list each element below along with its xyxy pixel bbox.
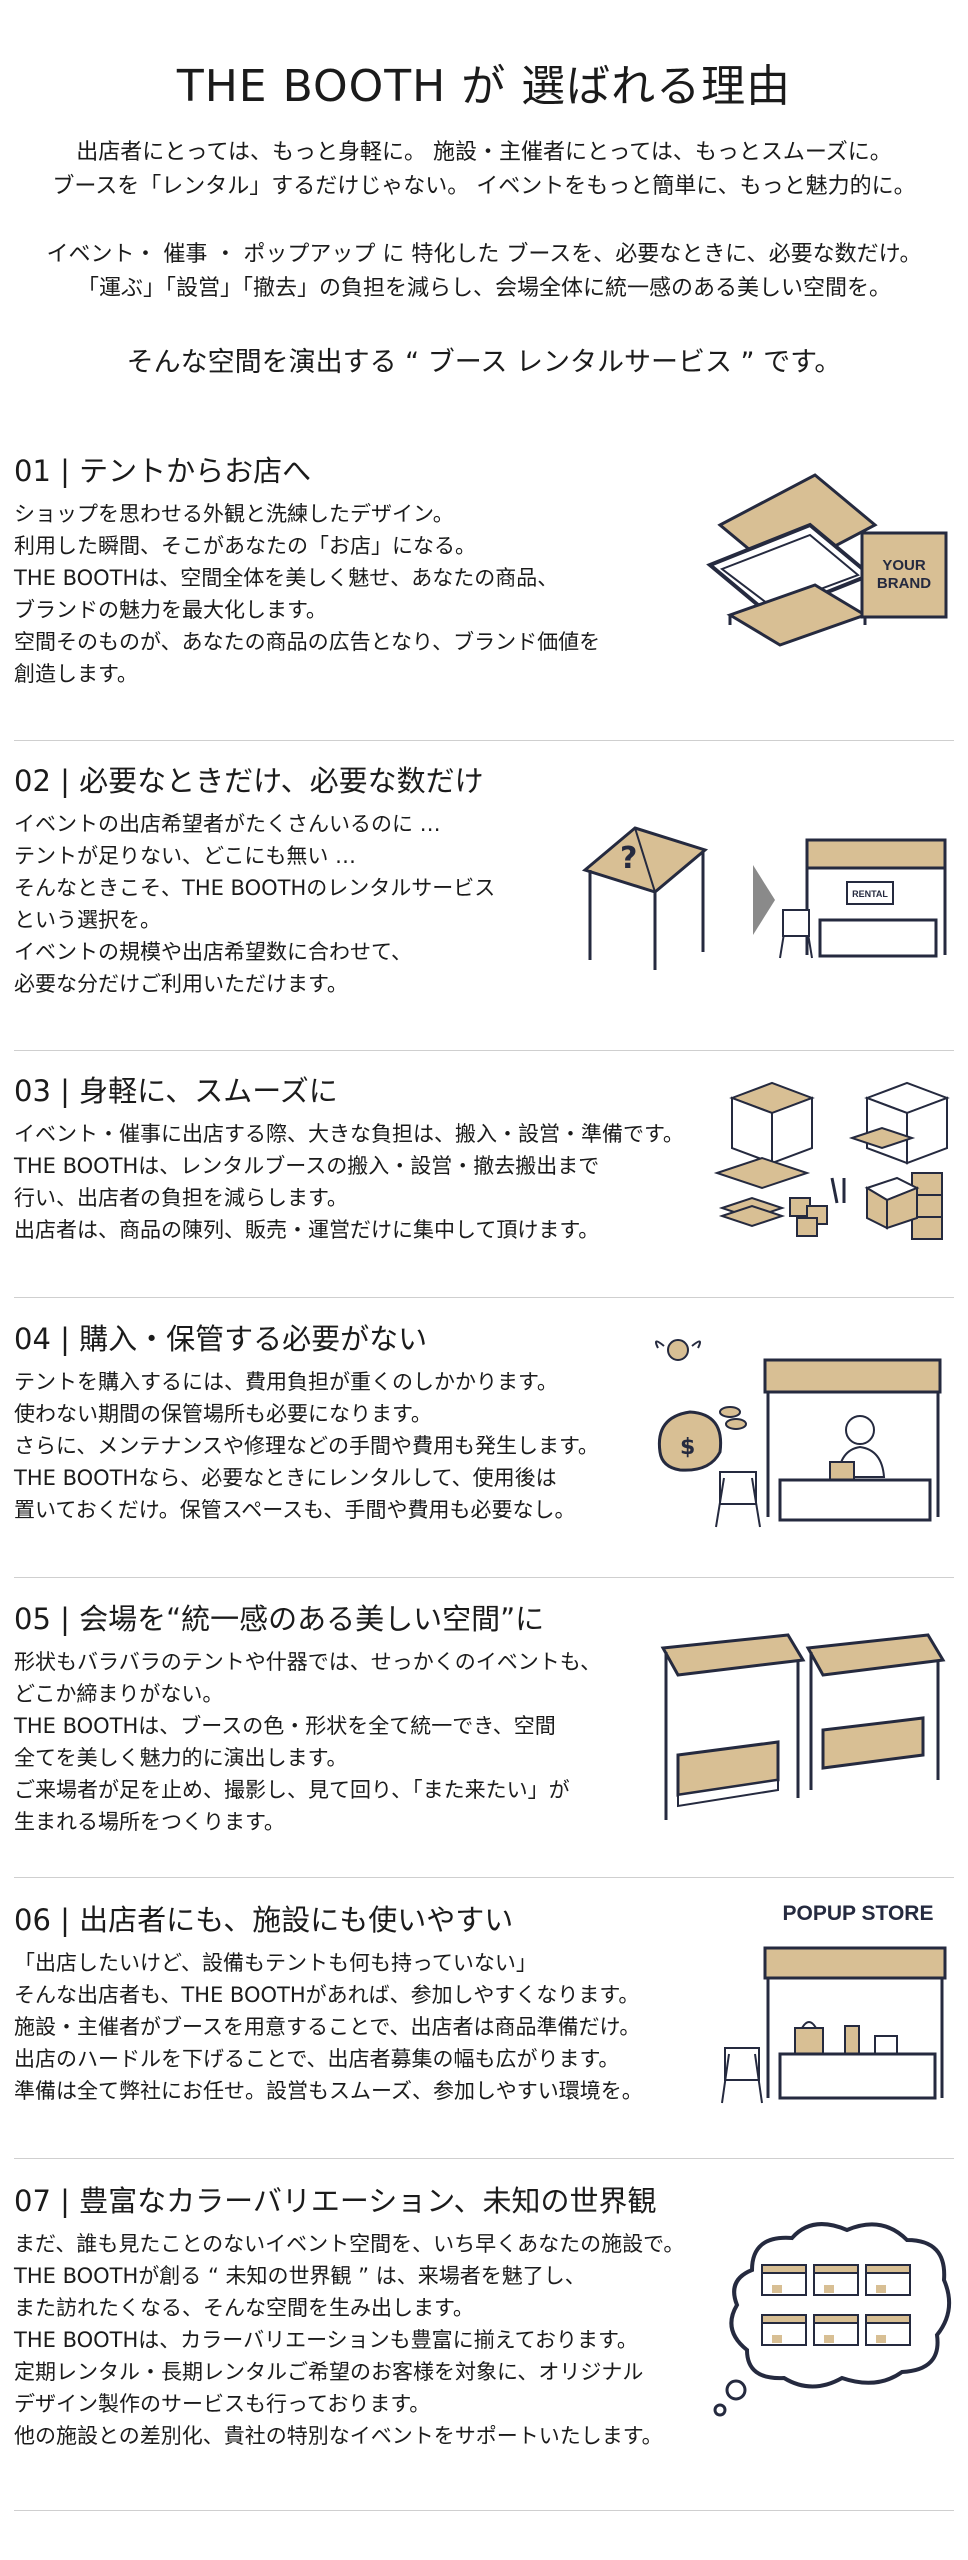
flying-coin-icon: [667, 1339, 689, 1361]
unified-booths-illustration: [658, 1630, 948, 1830]
section-line: イベント・催事に出店する際、大きな負担は、搬入・設営・準備です。: [14, 1122, 684, 1146]
section-line: テントが足りない、どこにも無い …: [14, 844, 357, 868]
section-line: 生まれる場所をつくります。: [14, 1810, 285, 1834]
tagline: そんな空間を演出する “ ブース レンタルサービス ” です。: [126, 347, 842, 378]
brand-box-text: YOUR: [882, 557, 926, 574]
section-line: THE BOOTHは、ブースの色・形状を全て統一でき、空間: [14, 1714, 556, 1738]
intro-line: イベント・ 催事 ・ ポップアップ に 特化した ブースを、必要なときに、必要な…: [46, 242, 922, 267]
section-line: 出店者は、商品の陳列、販売・運営だけに集中して頂けます。: [14, 1218, 600, 1242]
section-title: 03 | 身軽に、スムーズに: [14, 1074, 338, 1108]
section-body: テントを購入するには、費用負担が重くのしかかります。 使わない期間の保管場所も必…: [14, 1366, 599, 1526]
section-line: イベントの出店希望者がたくさんいるのに …: [14, 812, 441, 836]
thought-cloud-icon: [729, 2222, 952, 2389]
thought-cloud-illustration: [712, 2210, 957, 2420]
intro-block-2: イベント・ 催事 ・ ポップアップ に 特化した ブースを、必要なときに、必要な…: [0, 238, 968, 306]
section-line: 形状もバラバラのテントや什器では、せっかくのイベントも、: [14, 1650, 602, 1674]
intro-block-1: 出店者にとっては、もっと身軽に。 施設・主催者にとっては、もっとスムーズに。 ブ…: [0, 136, 968, 204]
section-line: 行い、出店者の負担を減らします。: [14, 1186, 348, 1210]
section-line: デザイン製作のサービスも行っております。: [14, 2392, 431, 2416]
brand-box-text: BRAND: [877, 575, 931, 592]
section-line: THE BOOTHが創る “ 未知の世界観 ” は、来場者を魅了し、: [14, 2264, 586, 2288]
section-line: 出店のハードルを下げることで、出店者募集の幅も広がります。: [14, 2047, 620, 2071]
section-line: 利用した瞬間、そこがあなたの「お店」になる。: [14, 534, 476, 558]
rental-sign-text: RENTAL: [852, 889, 888, 899]
section-body: イベントの出店希望者がたくさんいるのに … テントが足りない、どこにも無い … …: [14, 808, 495, 1000]
section-body: ショップを思わせる外観と洗練したデザイン。 利用した瞬間、そこがあなたの「お店」…: [14, 498, 600, 690]
section-body: 形状もバラバラのテントや什器では、せっかくのイベントも、 どこか締まりがない。 …: [14, 1646, 601, 1838]
section-divider: [14, 2510, 954, 2511]
section-line: そんなときこそ、THE BOOTHのレンタルサービス: [14, 876, 496, 900]
section-title: 02 | 必要なときだけ、必要な数だけ: [14, 764, 484, 798]
section-line: 施設・主催者がブースを用意することで、出店者は商品準備だけ。: [14, 2015, 641, 2039]
booth-setup-illustration: [712, 1078, 957, 1248]
question-mark-text: ?: [620, 841, 637, 876]
section-body: 「出店したいけど、設備もテントも何も持っていない」 そんな出店者も、THE BO…: [14, 1947, 643, 2107]
section-line: ブランドの魅力を最大化します。: [14, 598, 327, 622]
intro-line: 「運ぶ」「設営」「撤去」の負担を減らし、会場全体に統一感のある美しい空間を。: [76, 276, 891, 301]
section-line: THE BOOTHは、カラーバリエーションも豊富に揃えております。: [14, 2328, 638, 2352]
section-body: イベント・催事に出店する際、大きな負担は、搬入・設営・準備です。 THE BOO…: [14, 1118, 684, 1246]
section-04: 04 | 購入・保管する必要がない テントを購入するには、費用負担が重くのしかか…: [14, 1316, 954, 1546]
section-divider: [14, 2158, 954, 2159]
page-title: THE BOOTH が 選ばれる理由: [176, 61, 792, 112]
section-line: 置いておくだけ。保管スペースも、手間や費用も必要なし。: [14, 1498, 576, 1522]
section-03: 03 | 身軽に、スムーズに イベント・催事に出店する際、大きな負担は、搬入・設…: [14, 1068, 954, 1268]
wrench-icon: [830, 1177, 839, 1204]
no-purchase-illustration: $: [650, 1332, 950, 1542]
popup-store-label: POPUP STORE: [783, 1902, 934, 1925]
bag-icon: [794, 2027, 824, 2055]
section-line: さらに、メンテナンスや修理などの手間や費用も発生します。: [14, 1434, 599, 1458]
tent-to-rental-booth-illustration: ? RENTAL: [575, 820, 955, 980]
section-body: まだ、誰も見たことのないイベント空間を、いち早くあなたの施設で。 THE BOO…: [14, 2228, 684, 2452]
section-line: また訪れたくなる、そんな空間を生み出します。: [14, 2296, 474, 2320]
section-divider: [14, 1577, 954, 1578]
section-title: 06 | 出店者にも、施設にも使いやすい: [14, 1903, 514, 1937]
section-title: 05 | 会場を“統一感のある美しい空間”に: [14, 1602, 545, 1636]
section-line: 必要な分だけご利用いただけます。: [14, 972, 348, 996]
section-line: イベントの規模や出店希望数に合わせて、: [14, 940, 412, 964]
popup-store-illustration: POPUP STORE: [720, 1898, 950, 2118]
bottle-icon: [844, 2025, 860, 2055]
intro-line: 出店者にとっては、もっと身軽に。 施設・主催者にとっては、もっとスムーズに。: [76, 140, 892, 165]
section-line: 使わない期間の保管場所も必要になります。: [14, 1402, 432, 1426]
section-line: そんな出店者も、THE BOOTHがあれば、参加しやすくなります。: [14, 1983, 640, 2007]
section-05: 05 | 会場を“統一感のある美しい空間”に 形状もバラバラのテントや什器では、…: [14, 1596, 954, 1856]
section-line: 創造します。: [14, 662, 138, 686]
section-line: という選択を。: [14, 908, 161, 932]
section-line: 空間そのものが、あなたの商品の広告となり、ブランド価値を: [14, 630, 601, 654]
section-line: 定期レンタル・長期レンタルご希望のお客様を対象に、オリジナル: [14, 2360, 644, 2384]
dollar-sign-text: $: [680, 1435, 695, 1460]
section-line: THE BOOTHなら、必要なときにレンタルして、使用後は: [14, 1466, 557, 1490]
section-07: 07 | 豊富なカラーバリエーション、未知の世界観 まだ、誰も見たことのないイベ…: [14, 2178, 954, 2478]
intro-line: ブースを「レンタル」するだけじゃない。 イベントをもっと簡単に、もっと魅力的に。: [52, 174, 916, 199]
section-line: 全てを美しく魅力的に演出します。: [14, 1746, 348, 1770]
money-bag-icon: [657, 1410, 723, 1472]
section-divider: [14, 1877, 954, 1878]
section-line: THE BOOTHは、空間全体を美しく魅せ、あなたの商品、: [14, 566, 559, 590]
section-line: ご来場者が足を止め、撮影し、見て回り、「また来たい」が: [14, 1778, 570, 1802]
section-line: 他の施設との差別化、貴社の特別なイベントをサポートいたします。: [14, 2424, 663, 2448]
section-06: 06 | 出店者にも、施設にも使いやすい 「出店したいけど、設備もテントも何も持…: [14, 1897, 954, 2127]
section-title: 01 | テントからお店へ: [14, 454, 312, 488]
section-line: 「出店したいけど、設備もテントも何も持っていない」: [14, 1951, 537, 1975]
section-01: 01 | テントからお店へ ショップを思わせる外観と洗練したデザイン。 利用した…: [14, 448, 954, 708]
section-line: THE BOOTHは、レンタルブースの搬入・設営・撤去搬出まで: [14, 1154, 600, 1178]
arrow-right-icon: [753, 865, 775, 935]
section-divider: [14, 1050, 954, 1051]
tent-to-shop-illustration: YOUR BRAND: [700, 465, 950, 665]
section-line: ショップを思わせる外観と洗練したデザイン。: [14, 502, 454, 526]
section-line: まだ、誰も見たことのないイベント空間を、いち早くあなたの施設で。: [14, 2232, 685, 2256]
section-line: テントを購入するには、費用負担が重くのしかかります。: [14, 1370, 558, 1394]
shopkeeper-icon: [845, 1415, 875, 1445]
section-02: 02 | 必要なときだけ、必要な数だけ イベントの出店希望者がたくさんいるのに …: [14, 758, 954, 1018]
section-title: 04 | 購入・保管する必要がない: [14, 1322, 428, 1356]
section-divider: [14, 1297, 954, 1298]
section-line: どこか締まりがない。: [14, 1682, 224, 1706]
section-line: 準備は全て弊社にお任せ。設営もスムーズ、参加しやすい環境を。: [14, 2079, 643, 2103]
section-divider: [14, 740, 954, 741]
section-title: 07 | 豊富なカラーバリエーション、未知の世界観: [14, 2184, 657, 2218]
